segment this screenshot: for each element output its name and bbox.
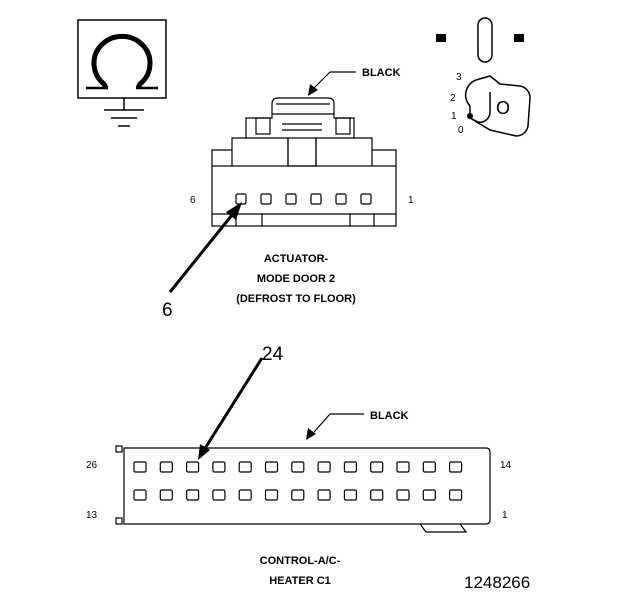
- control-cavity: [370, 489, 384, 501]
- control-pin-label-14: 14: [500, 460, 512, 471]
- actuator-cavity: [360, 193, 372, 205]
- actuator-color-arrow-icon: [308, 71, 356, 96]
- control-cavity: [317, 461, 331, 473]
- control-cavity: [422, 489, 436, 501]
- control-cavity: [186, 489, 200, 501]
- omega-icon: [86, 33, 158, 90]
- control-pointer-label: 24: [262, 344, 284, 365]
- control-cavity: [159, 489, 173, 501]
- control-cavity: [238, 489, 252, 501]
- ignition-switch-symbol: O 3 2 1 0: [436, 17, 531, 137]
- actuator-color-label: BLACK: [362, 67, 401, 79]
- actuator-pointer-label: 6: [162, 300, 173, 321]
- ignition-slot-left-icon: [436, 34, 446, 42]
- control-cavity: [396, 461, 410, 473]
- actuator-cavity: [335, 193, 347, 205]
- control-cavity: [264, 489, 279, 501]
- control-cavity: [133, 461, 147, 473]
- control-cavity: [449, 461, 463, 473]
- key-slot-icon: [477, 17, 493, 63]
- ground-icon: [104, 98, 144, 127]
- control-cavity: [343, 461, 357, 473]
- control-name-line-1: CONTROL-A/C-: [260, 555, 341, 567]
- control-cavity: [264, 461, 279, 473]
- actuator-cavity: [310, 193, 322, 205]
- ohmmeter-frame: [77, 19, 167, 99]
- control-cavity: [291, 489, 305, 501]
- control-cavity: [343, 489, 357, 501]
- control-cavity-grid: [133, 461, 463, 501]
- control-cavity: [396, 489, 410, 501]
- control-cavity: [186, 461, 200, 473]
- control-name-line-2: HEATER C1: [269, 575, 331, 587]
- actuator-name-line-2: MODE DOOR 2: [257, 273, 335, 285]
- control-pointer-arrow-icon: [198, 357, 264, 460]
- actuator-pointer-arrow-icon: [168, 202, 242, 293]
- control-color-arrow-icon: [306, 413, 364, 440]
- control-cavity: [449, 489, 463, 501]
- actuator-cavity: [235, 193, 247, 205]
- control-cavity: [370, 461, 384, 473]
- control-cavity: [317, 489, 331, 501]
- control-cavity: [291, 461, 305, 473]
- control-cavity: [159, 461, 173, 473]
- ignition-key-icon: O: [464, 75, 531, 137]
- control-pin-label-13: 13: [86, 510, 98, 521]
- control-color-label: BLACK: [370, 410, 409, 422]
- actuator-pin-label-left: 6: [190, 195, 196, 206]
- control-cavity: [238, 461, 252, 473]
- actuator-name-line-3: (DEFROST TO FLOOR): [236, 293, 356, 305]
- ignition-position-1: 1: [451, 111, 457, 122]
- ignition-position-0: 0: [458, 125, 464, 136]
- control-pin-label-1: 1: [502, 510, 508, 521]
- control-cavity: [212, 461, 226, 473]
- figure-id: 1248266: [464, 573, 530, 592]
- ignition-position-2: 2: [450, 93, 456, 104]
- actuator-cavity: [260, 193, 272, 205]
- ignition-slot-right-icon: [514, 34, 524, 42]
- control-cavity: [212, 489, 226, 501]
- control-pin-label-26: 26: [86, 460, 98, 471]
- ignition-position-3: 3: [456, 72, 462, 83]
- actuator-connector: BLACK: [162, 67, 414, 321]
- actuator-cavity: [285, 193, 297, 205]
- actuator-name-line-1: ACTUATOR-: [264, 253, 329, 265]
- actuator-pin-label-right: 1: [408, 195, 414, 206]
- control-housing: [115, 445, 491, 533]
- actuator-cavity-row: [235, 193, 372, 205]
- key-letter: O: [496, 98, 510, 118]
- control-cavity: [133, 489, 147, 501]
- control-connector: 24 BLACK 26 13 14 1 CONTROL-A/C- HEATER …: [86, 344, 512, 587]
- actuator-housing: [211, 97, 397, 227]
- ohmmeter-symbol: [77, 19, 167, 127]
- control-cavity: [422, 461, 436, 473]
